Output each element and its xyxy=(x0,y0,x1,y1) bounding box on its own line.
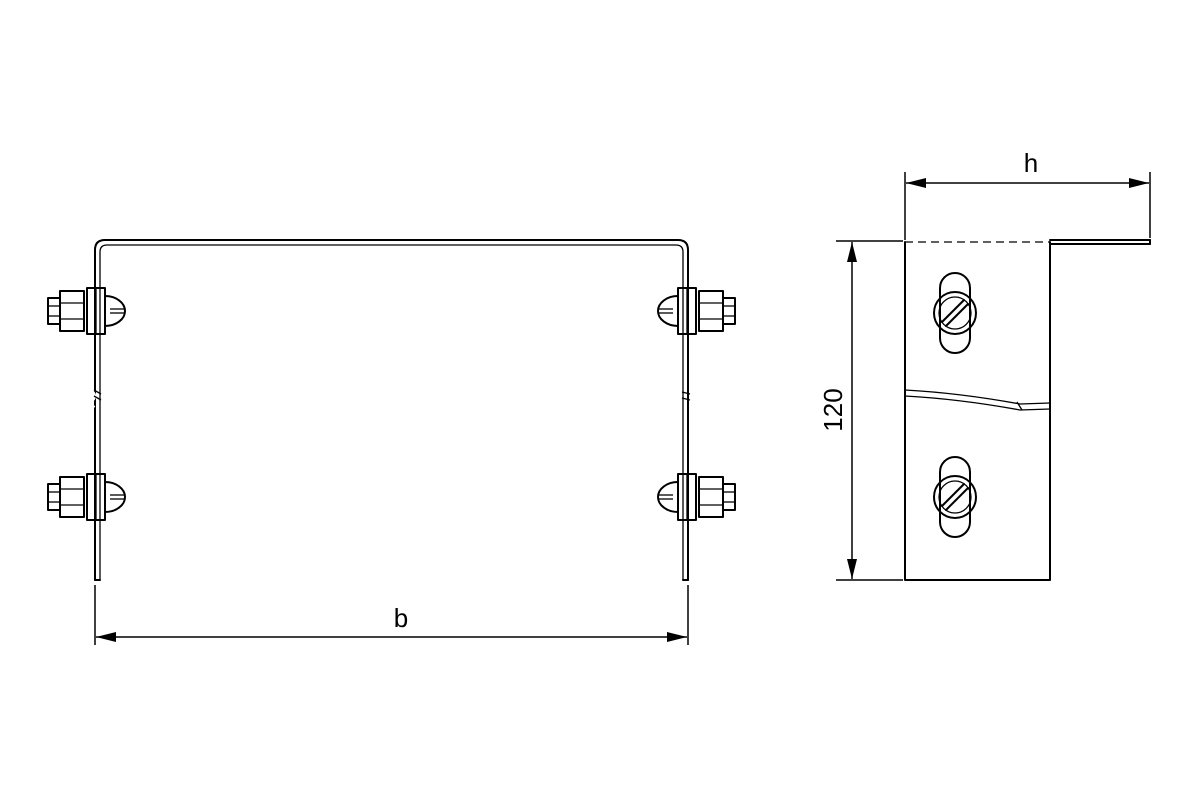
side-plate-outline xyxy=(904,241,1051,581)
bolt-top-right xyxy=(657,287,736,335)
side-view: h 120 xyxy=(818,148,1151,581)
bolt-top-left xyxy=(47,287,126,335)
break-line xyxy=(904,389,1051,405)
break-mark-right xyxy=(681,391,691,395)
bracket-profile-inner xyxy=(99,244,684,580)
slot-screw-top xyxy=(933,272,977,354)
break-mark-left xyxy=(88,390,96,410)
dimension-label-h: h xyxy=(1024,148,1038,178)
dimension-label-120: 120 xyxy=(818,388,848,431)
bolt-bottom-left xyxy=(47,473,126,521)
bracket-profile-outer xyxy=(94,239,689,581)
bolt-bottom-right xyxy=(657,473,736,521)
dimension-label-b: b xyxy=(394,603,408,633)
front-view: b xyxy=(47,239,736,645)
slot-screw-bottom xyxy=(933,456,977,538)
